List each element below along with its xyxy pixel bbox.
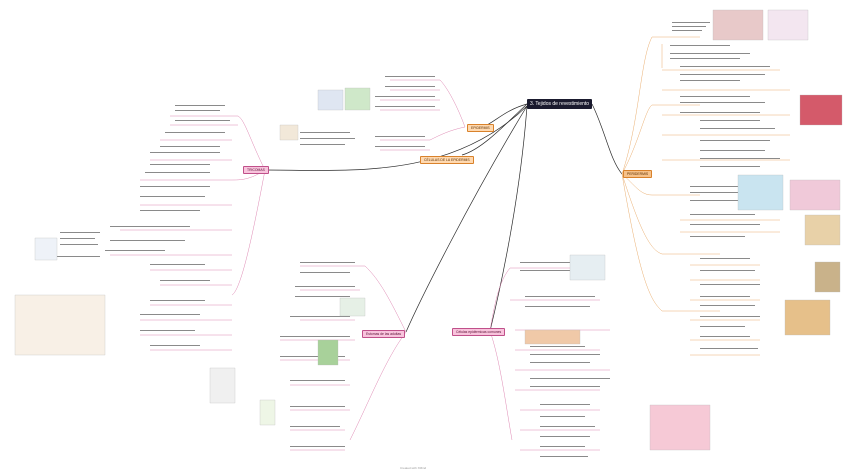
- image-stomata-a: [344, 87, 371, 111]
- image-felogeno: [799, 94, 843, 126]
- image-stomata-types: [209, 367, 236, 404]
- connector-peridermis: [591, 103, 623, 175]
- image-bark-layers: [804, 214, 841, 246]
- connector-tricomas: [264, 105, 528, 171]
- image-epidermis-green: [317, 89, 344, 111]
- image-stomata-b: [279, 124, 299, 141]
- image-lenticel: [737, 174, 784, 211]
- estomas-lines: [280, 265, 407, 451]
- branch-celulas-epidermicas-comunes[interactable]: Células epidérmicas comunes: [452, 328, 506, 336]
- image-periderm-section: [789, 179, 841, 211]
- branch-tricomas[interactable]: TRICOMAS: [243, 166, 269, 174]
- connector-celulas-epidermis: [461, 103, 528, 156]
- footer-watermark: Created with XMind: [400, 466, 427, 470]
- image-trichomes-row: [14, 294, 106, 356]
- image-stoma-small: [259, 399, 276, 426]
- epidermis-lines: [380, 79, 466, 151]
- branch-estomas[interactable]: Estomas de las adultas: [362, 330, 406, 338]
- image-tree-trunk: [784, 299, 831, 336]
- image-ritidoma: [814, 261, 841, 293]
- image-cuticle: [649, 404, 711, 451]
- image-stoma-diagram: [339, 297, 366, 317]
- image-epidermal-layer: [524, 329, 581, 345]
- image-guard-cells: [317, 339, 339, 366]
- tricomas-lines: [110, 115, 266, 351]
- image-epidermis-cells-top: [712, 9, 764, 41]
- peridermis-lines: [621, 36, 790, 356]
- image-epidermal-surface: [569, 254, 606, 281]
- connector-estomas: [405, 105, 528, 333]
- illustrations: [14, 9, 843, 451]
- celulas-comunes-lines: [489, 267, 610, 451]
- branch-celulas-epidermis[interactable]: CÉLULAS DE LA EPIDERMIS: [420, 156, 474, 164]
- connector-celulas-comunes: [489, 105, 528, 332]
- image-trichome-cross: [34, 237, 58, 261]
- main-connectors: [264, 103, 623, 333]
- branch-peridermis[interactable]: PERIDERMIS: [623, 170, 653, 178]
- image-legend-top: [767, 9, 809, 41]
- text-lines: [55, 22, 780, 457]
- central-topic[interactable]: 3. Tejidos de revestimiento: [527, 99, 592, 109]
- branch-epidermis[interactable]: EPIDERMIS: [467, 124, 494, 132]
